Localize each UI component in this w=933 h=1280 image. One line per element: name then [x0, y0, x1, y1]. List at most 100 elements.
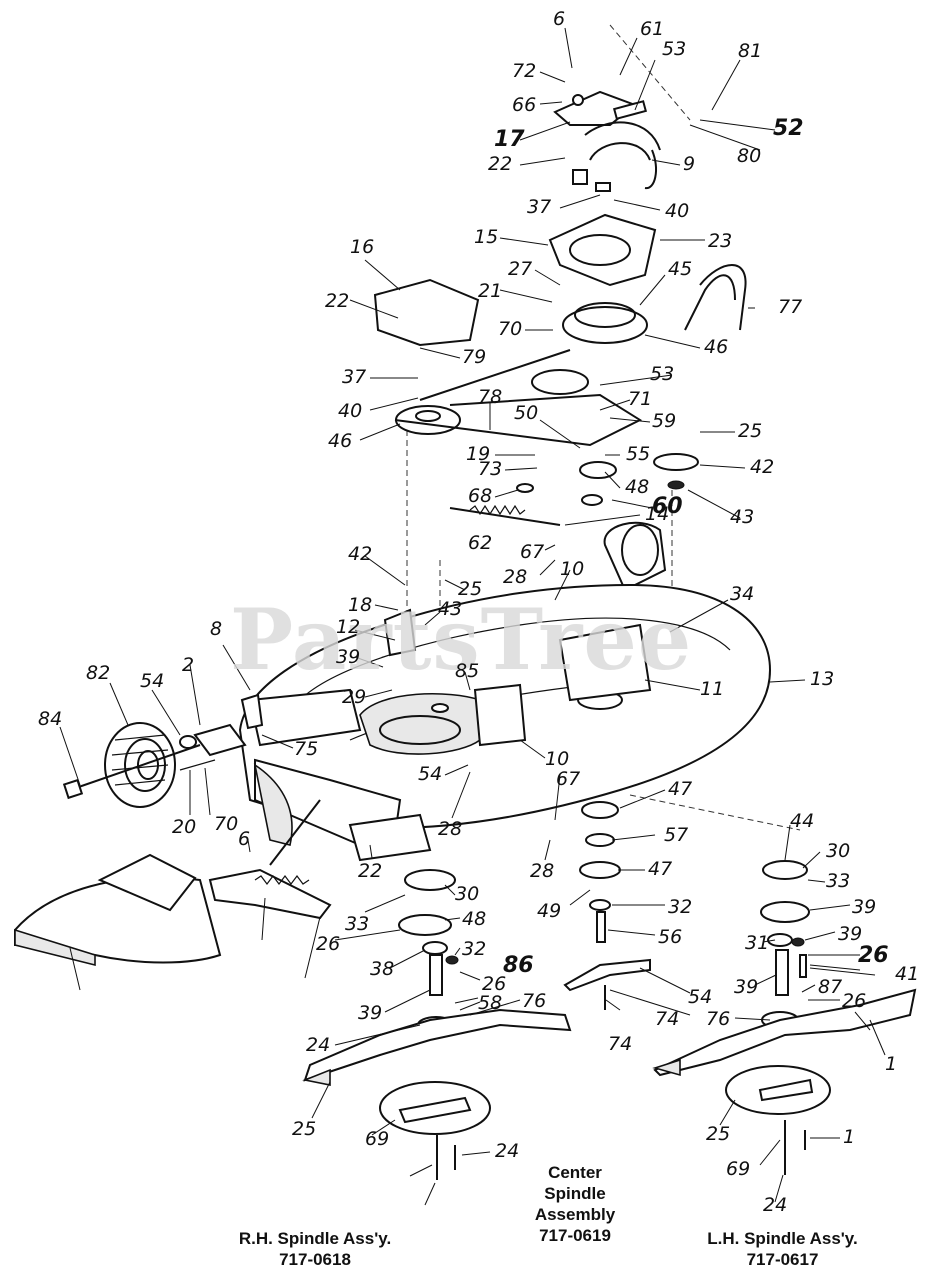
- callout-39: 39: [336, 646, 361, 668]
- callout-19: 19: [466, 443, 491, 465]
- callout-25: 25: [458, 578, 483, 600]
- callout-45: 45: [668, 258, 693, 280]
- callout-68: 68: [468, 485, 493, 507]
- callout-29: 29: [342, 686, 367, 708]
- callout-52: 52: [773, 116, 804, 141]
- callout-55: 55: [626, 443, 651, 465]
- callout-62: 62: [468, 532, 493, 554]
- callout-10: 10: [545, 748, 570, 770]
- callout-49: 32: [668, 896, 693, 918]
- center-spindle-title-line3: Assembly: [534, 1205, 616, 1224]
- callout-76: 76: [706, 1008, 731, 1030]
- discharge-chute: [14, 853, 222, 967]
- callout-39: 32: [462, 938, 487, 960]
- callout-61: 61: [640, 18, 665, 40]
- lh-spindle-title: L.H. Spindle Ass'y.: [707, 1229, 858, 1248]
- callout-14: 14: [645, 503, 670, 525]
- callout-25: 25: [738, 420, 763, 442]
- tension-rod: [449, 504, 561, 526]
- gauge-wheel: [62, 722, 201, 808]
- callout-66: 66: [512, 94, 537, 116]
- center-spindle-title-line2: Spindle: [544, 1184, 606, 1203]
- callout-46: 46: [328, 430, 353, 452]
- callout-47: 47: [668, 778, 693, 800]
- callout-73: 73: [478, 458, 503, 480]
- callout-75: 75: [294, 738, 319, 760]
- callout-70: 70: [498, 318, 523, 340]
- callout-59: 59: [652, 410, 677, 432]
- callout-78: 78: [478, 386, 503, 408]
- callout-71: 71: [628, 388, 653, 410]
- callout-31: 31: [745, 932, 770, 954]
- deck-pulley-housing: [603, 521, 667, 592]
- callout-57: 57: [664, 824, 689, 846]
- callout-26: 26: [858, 943, 889, 968]
- lh-spindle-part-number: 717-0617: [746, 1250, 819, 1269]
- callout-67: 67: [556, 768, 581, 790]
- callout-47: 47: [648, 858, 673, 880]
- callout-37: 37: [342, 366, 367, 388]
- callout-87: 39: [358, 1002, 383, 1024]
- wheel-bracket: [179, 693, 264, 771]
- center-spindle-caption: Center Spindle Assembly 717-0619: [515, 1162, 635, 1246]
- rh-spindle-caption: R.H. Spindle Ass'y. 717-0618: [210, 1228, 420, 1270]
- callout-31: 38: [370, 958, 395, 980]
- callout-6: 6: [238, 828, 251, 850]
- callout-80: 80: [737, 145, 762, 167]
- drive-belt-pulleys: [394, 264, 747, 447]
- callout-74: 25: [292, 1118, 317, 1140]
- callout-42: 42: [348, 543, 373, 565]
- callout-25: 1: [843, 1126, 856, 1148]
- callout-1: 69: [365, 1128, 390, 1150]
- callout-74: 1: [885, 1053, 898, 1075]
- callout-46: 46: [704, 336, 729, 358]
- callout-53: 53: [662, 38, 687, 60]
- callout-48: 49: [537, 900, 562, 922]
- center-spindle-part-number: 717-0619: [539, 1226, 611, 1245]
- callout-53: 53: [650, 363, 675, 385]
- callout-70: 70: [214, 813, 239, 835]
- callout-33: 33: [826, 870, 851, 892]
- callout-42: 42: [750, 456, 775, 478]
- callout-24: 24: [763, 1194, 788, 1216]
- lh-spindle-caption: L.H. Spindle Ass'y. 717-0617: [680, 1228, 885, 1270]
- callout-30: 33: [345, 913, 370, 935]
- callout-84: 84: [38, 708, 63, 730]
- callout-50: 50: [514, 402, 539, 424]
- callout-25: 24: [495, 1140, 520, 1162]
- center-spindle-assembly: [563, 801, 651, 1010]
- callout-67: 67: [520, 541, 545, 563]
- callout-leaders: [59, 27, 886, 1206]
- callout-82: 82: [86, 662, 111, 684]
- callout-2: 2: [182, 654, 195, 676]
- callout-39: 26: [842, 990, 867, 1012]
- callout-8: 8: [210, 618, 223, 640]
- idler-bracket-assembly: [553, 90, 661, 192]
- callout-6: 6: [553, 8, 566, 30]
- callout-37: 37: [527, 196, 552, 218]
- callout-21: 21: [478, 280, 503, 302]
- callout-23: 23: [708, 230, 733, 252]
- callout-44: 30: [455, 883, 480, 905]
- center-spindle-title-line1: Center: [548, 1163, 602, 1182]
- callout-72: 72: [512, 60, 537, 82]
- callout-22: 22: [488, 153, 513, 175]
- callout-43: 43: [438, 598, 463, 620]
- callout-58: 54: [688, 986, 713, 1008]
- callout-30: 30: [826, 840, 851, 862]
- callout-69: 69: [726, 1158, 751, 1180]
- callout-20: 20: [172, 816, 197, 838]
- callout-32: 26: [316, 933, 341, 955]
- callout-77: 77: [778, 296, 803, 318]
- callout-26: 86: [503, 953, 534, 978]
- callout-38: 41: [895, 963, 920, 985]
- rh-spindle-part-number: 717-0618: [279, 1250, 351, 1269]
- callout-15: 15: [474, 226, 499, 248]
- callout-32: 39: [852, 896, 877, 918]
- lh-spindle-assembly: [652, 860, 917, 1175]
- belt-guard-left: [373, 278, 480, 347]
- callout-12: 12: [336, 616, 361, 638]
- callout-54: 54: [140, 670, 165, 692]
- callout-33: 48: [462, 908, 487, 930]
